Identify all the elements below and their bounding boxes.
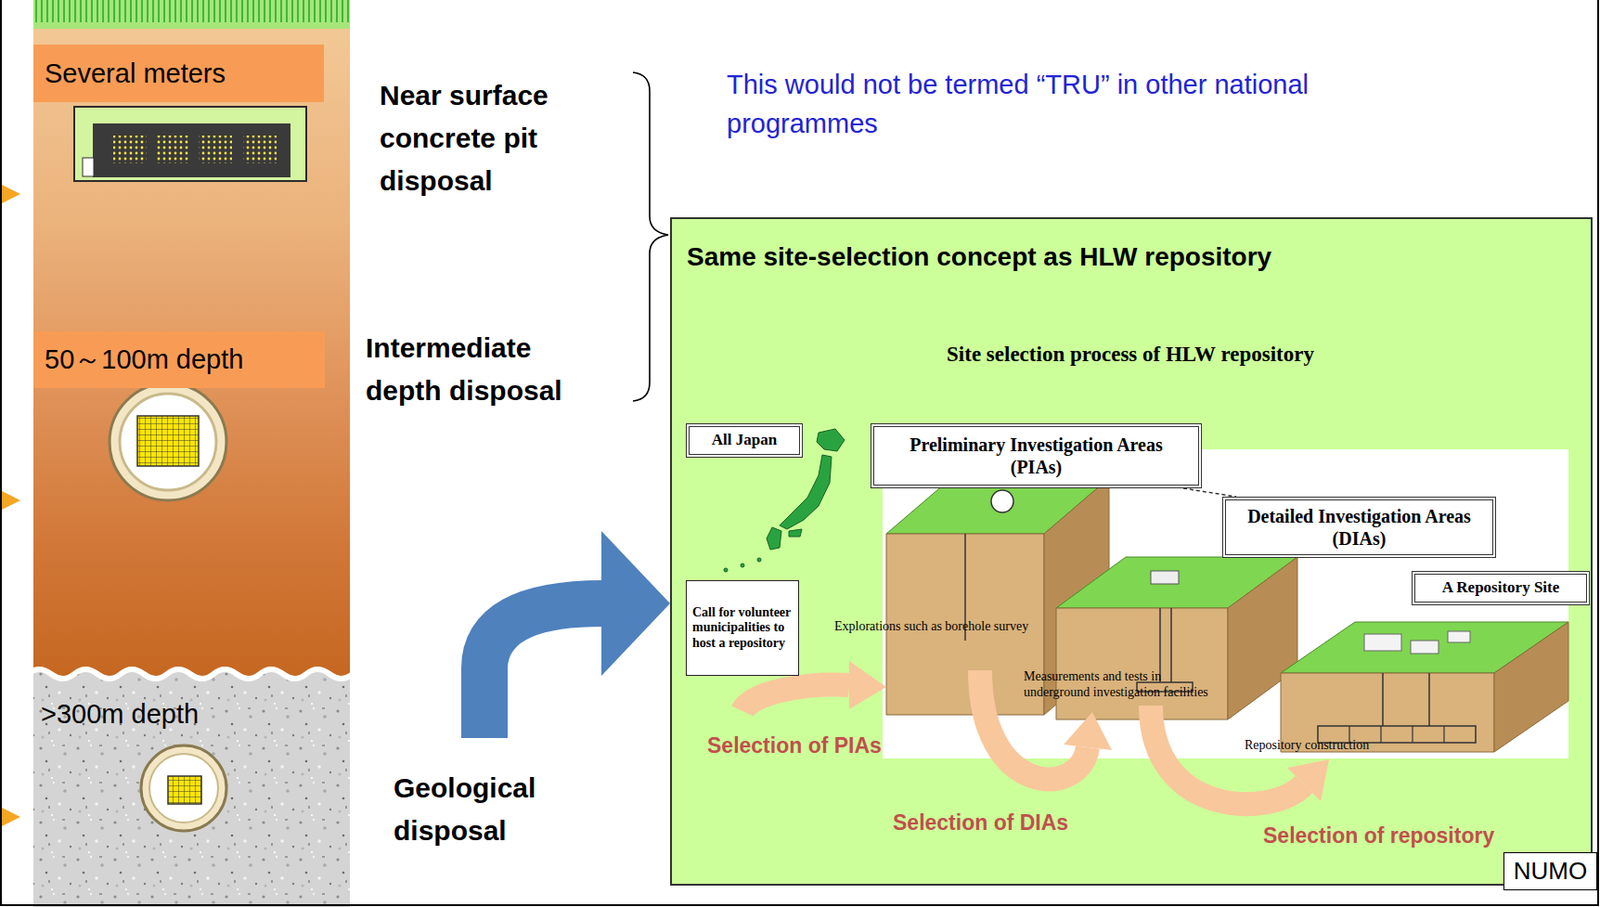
grass-layer <box>33 0 350 29</box>
area-box: Preliminary Investigation Areas (PIAs) <box>870 423 1202 489</box>
area-box: Detailed Investigation Areas (DIAs) <box>1222 496 1497 558</box>
selection-step: Selection of PIAs <box>707 733 882 760</box>
shaft <box>1428 672 1431 726</box>
disposal-type: Geological disposal <box>393 766 626 852</box>
node-text: NUMO <box>1513 856 1588 886</box>
credit-box: NUMO <box>1503 851 1598 891</box>
step-arrow <box>1150 705 1304 804</box>
concept-panel: Same site-selection concept as HLW repos… <box>670 217 1593 886</box>
island <box>816 428 845 452</box>
disposal-type: Near surface concrete pit disposal <box>379 74 612 203</box>
pit-interior <box>92 123 291 178</box>
pit-door <box>82 157 94 177</box>
curved-arrow-head <box>601 530 671 676</box>
panel-ground <box>670 217 1593 886</box>
node-text: Call for volunteer municipalities to hos… <box>692 605 793 650</box>
facility-building <box>1447 631 1471 643</box>
tunnel-lining <box>109 383 227 501</box>
step-label: Repository construction <box>1244 737 1369 754</box>
subtitle: Site selection process of HLW repository <box>889 341 1372 368</box>
node-text: Several meters <box>44 57 226 91</box>
facility-building <box>1364 633 1402 651</box>
waste-package <box>113 135 147 164</box>
node-text: Preliminary Investigation Areas (PIAs) <box>899 433 1174 478</box>
facility-building <box>1410 640 1439 654</box>
step-label: Measurements and tests in underground in… <box>1023 668 1221 700</box>
step-arrow-head <box>849 660 887 710</box>
step-arrow <box>742 683 850 711</box>
depth-label: >300m depth <box>40 697 199 731</box>
waste-package <box>155 135 190 164</box>
waste-stack <box>167 775 202 804</box>
node-text: Detailed Investigation Areas (DIAs) <box>1238 504 1482 550</box>
note: This would not be termed “TRU” in other … <box>726 64 1377 143</box>
selection-step: Selection of DIAs <box>892 810 1069 837</box>
node-text: All Japan <box>711 430 777 450</box>
depth-pointer <box>0 806 21 827</box>
waste-package <box>243 135 277 164</box>
island <box>788 529 802 537</box>
bedrock-layer <box>33 670 350 907</box>
concrete-pit <box>74 106 307 181</box>
leader-connector <box>1183 488 1237 497</box>
tunnel-lining <box>141 745 227 831</box>
ground-section <box>33 0 350 907</box>
island <box>779 454 832 530</box>
rock-boundary <box>33 669 350 679</box>
waste-stack <box>137 415 199 466</box>
callout-box: Call for volunteer municipalities to hos… <box>685 580 800 676</box>
node-text: A Repository Site <box>1442 578 1561 597</box>
depth-tag: Several meters <box>33 44 324 103</box>
step-arrow-head <box>1287 759 1330 801</box>
area-box: A Repository Site <box>1411 570 1590 606</box>
shaft <box>1170 607 1173 683</box>
terrain-side <box>1494 621 1569 752</box>
terrain-front <box>1056 607 1228 720</box>
island <box>723 567 728 572</box>
facility-building <box>1150 570 1179 584</box>
depth-pointer <box>0 490 21 511</box>
island <box>740 563 745 568</box>
tunnel-inner <box>149 753 219 823</box>
step-arrow-head <box>1063 711 1112 750</box>
shaft <box>1381 672 1384 726</box>
brace <box>632 72 669 401</box>
step-label: Explorations such as borehole survey <box>834 619 1029 635</box>
waste-package <box>198 135 233 164</box>
area-box: All Japan <box>685 423 803 458</box>
selection-step: Selection of repository <box>1263 823 1495 850</box>
soil-layer <box>33 27 350 687</box>
disposal-type: Intermediate depth disposal <box>365 326 598 413</box>
curved-arrow <box>484 603 604 738</box>
node-text: Same site-selection concept as HLW repos… <box>686 241 1272 273</box>
node-text: 50～100m depth <box>44 343 244 376</box>
depth-tag: 50～100m depth <box>33 331 325 388</box>
depth-pointer <box>0 183 21 205</box>
island <box>757 557 762 562</box>
tunnel-inner <box>119 393 217 491</box>
island <box>766 527 782 550</box>
survey-marker <box>991 490 1014 513</box>
